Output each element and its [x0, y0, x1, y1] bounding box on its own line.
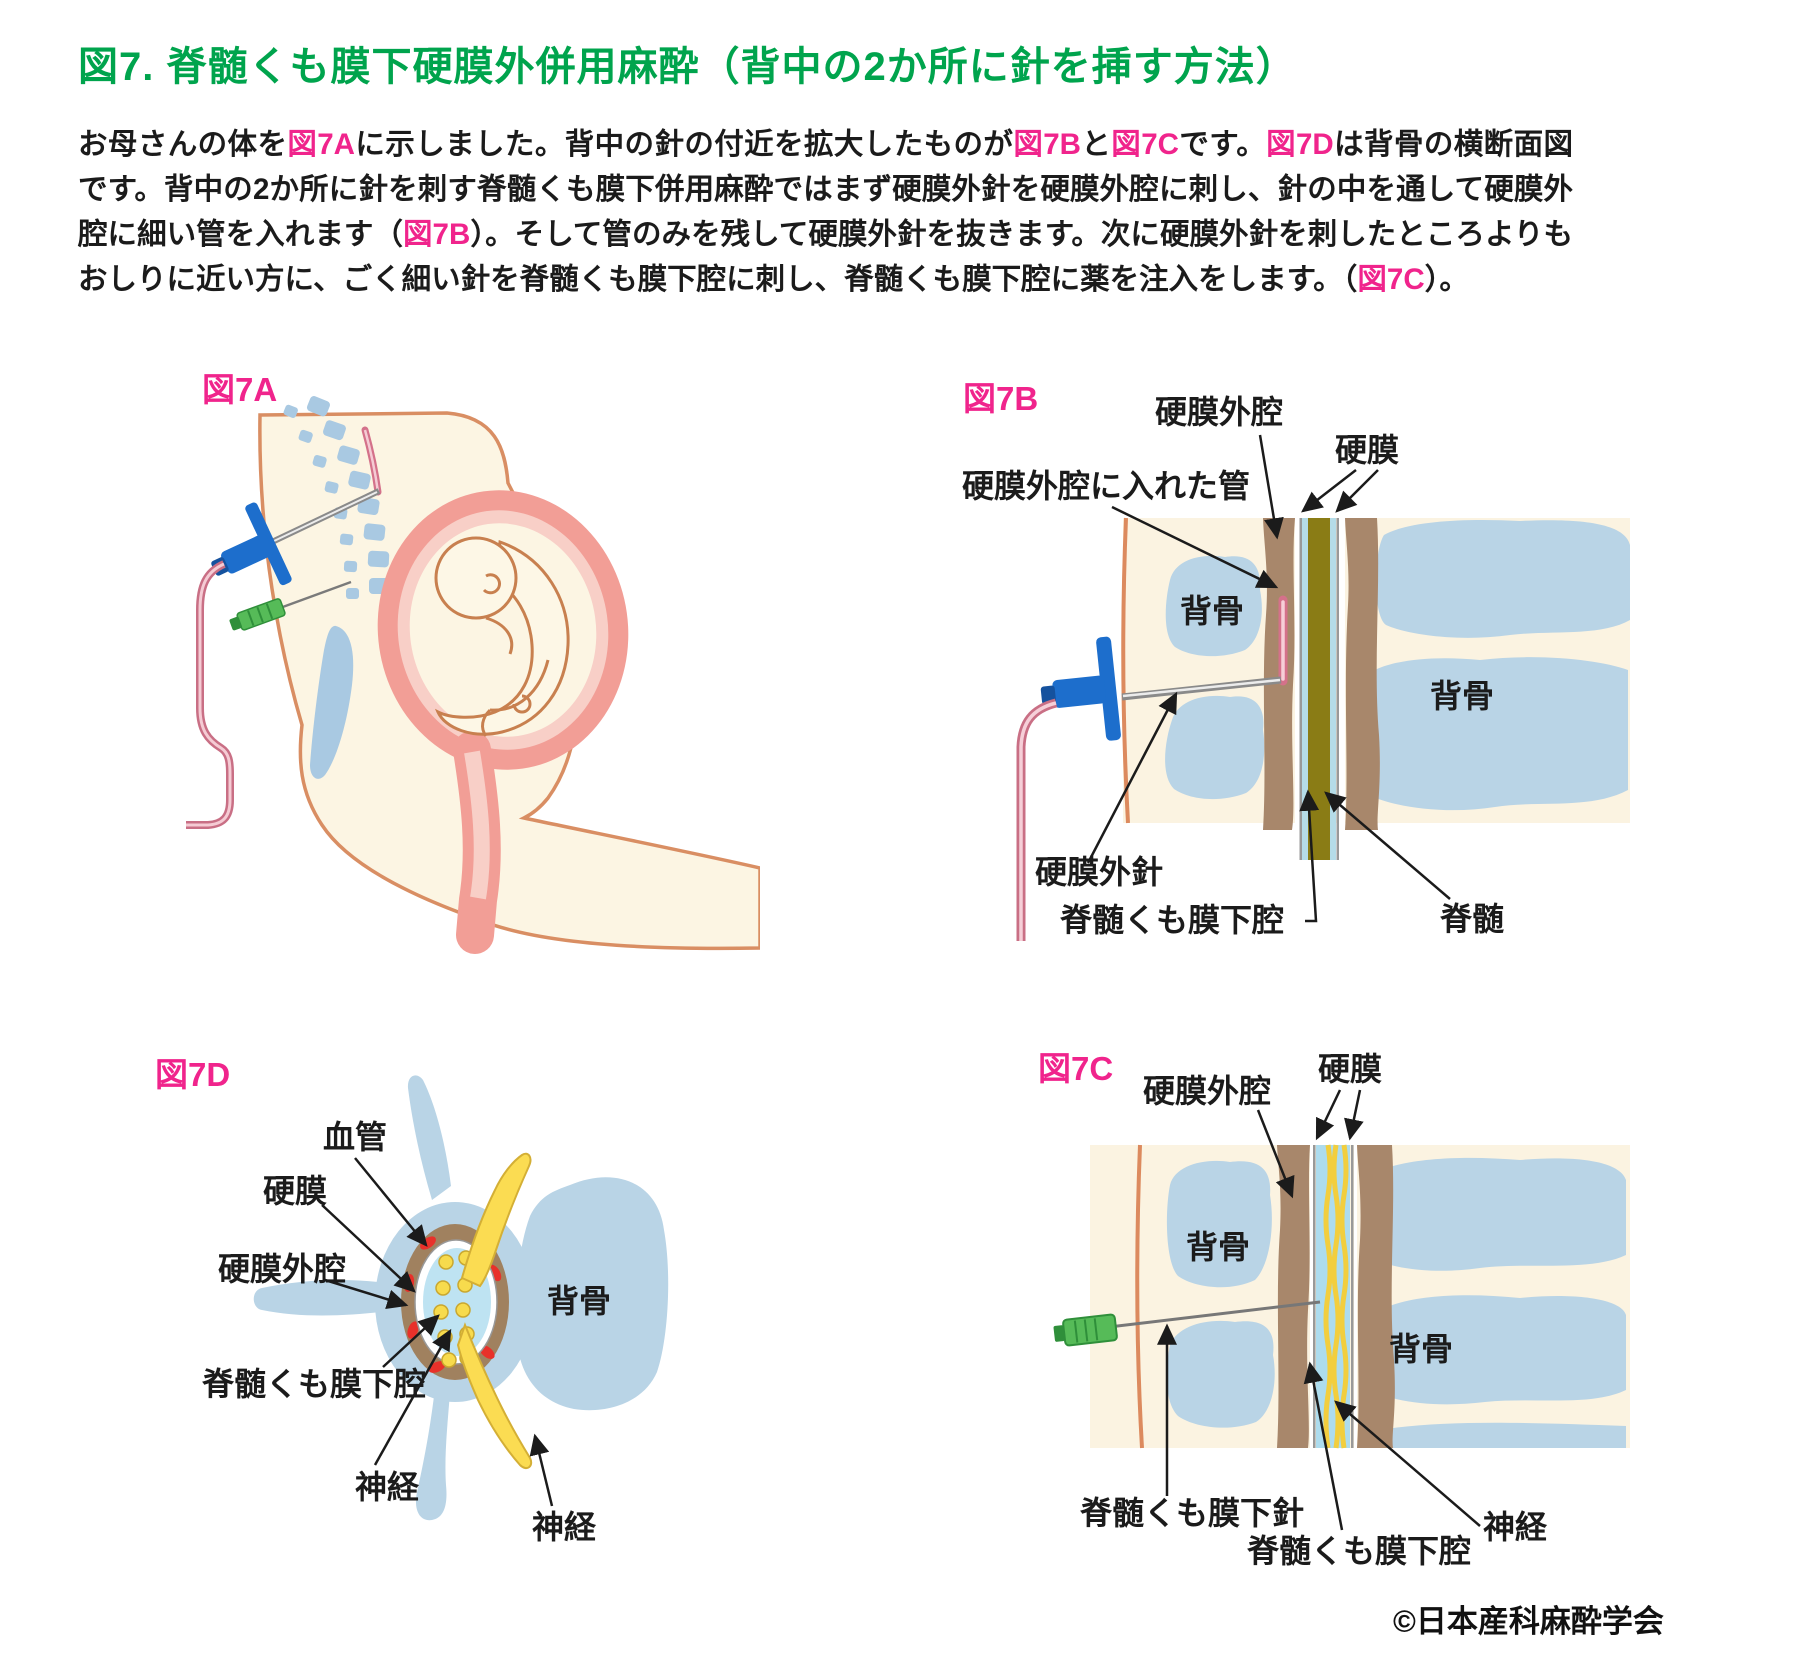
skin-line [1121, 517, 1130, 824]
bone-right-label: 背骨 [1430, 678, 1494, 714]
subarachnoid-arrow [1299, 789, 1320, 923]
figure-7c-label: 図7C [1038, 1050, 1114, 1087]
dura-line-right [1336, 518, 1339, 860]
epidural-needle-label: 硬膜外針 [1035, 854, 1163, 890]
dura-arrow-right [1344, 1089, 1364, 1141]
bone-left-label: 背骨 [1180, 593, 1244, 629]
epidural-space-arrow [1256, 1109, 1295, 1199]
intro-text-segment: ）。そして管のみを残して硬膜外針を抜きます。次に硬膜外針を刺したところよりもおし… [78, 218, 1573, 296]
csf-right [1330, 518, 1336, 860]
spinal-needle-hub [229, 598, 286, 631]
vertebra-bones [1166, 1157, 1626, 1448]
spinal-cord-arrow [1324, 791, 1451, 900]
figure-reference: 図7C [1357, 263, 1425, 296]
figure-reference: 図7C [1111, 128, 1179, 161]
subarachnoid-label: 脊髄くも膜下腔 [1246, 1533, 1471, 1569]
figure-7d-label: 図7D [155, 1056, 231, 1093]
epidural-needle-hub [211, 502, 292, 586]
dura-arrow-left [1301, 469, 1357, 513]
nerve-stripe [1331, 1144, 1341, 1449]
nerve-stripe [1339, 1144, 1349, 1449]
nerve-roots [456, 1152, 533, 1469]
figure-reference: 図7B [1013, 128, 1081, 161]
spinal-needle-label: 脊髄くも膜下針 [1079, 1495, 1304, 1531]
dura-line-left [1299, 518, 1302, 860]
figure-reference: 図7D [1266, 128, 1334, 161]
intro-text-segment: ）。 [1424, 263, 1469, 296]
spinal-cord-label: 脊髄 [1439, 901, 1504, 937]
epidural-space-band-right [1357, 1145, 1395, 1448]
figure-7b-illustration: 硬膜外腔 硬膜 硬膜外腔に入れた管 背骨 背骨 硬膜外針 脊髄くも膜下腔 脊髄 [962, 394, 1630, 941]
intro-text-segment: です。 [1178, 128, 1267, 161]
dura-line-right [1351, 1145, 1354, 1448]
figure-7c-illustration: 硬膜外腔 硬膜 背骨 背骨 脊髄くも膜下針 脊髄くも膜下腔 神経 [1053, 1051, 1630, 1569]
nerve-left-arrow [373, 1328, 452, 1466]
sacrum [310, 625, 354, 779]
catheter-tube [186, 560, 234, 829]
nerve-left-label: 神経 [355, 1469, 420, 1505]
catheter-arrow [1111, 505, 1279, 589]
nerve-stripe [1323, 1144, 1333, 1449]
epidural-space-label: 硬膜外腔 [1155, 394, 1283, 430]
blood-vessel-arrow [354, 1157, 428, 1247]
intro-text-segment: は背骨の横断面図です。背中の2か所に針を刺す脊髄くも膜下併用麻酔ではまず硬膜外針… [78, 128, 1573, 251]
subarachnoid-arrow [1303, 1361, 1344, 1531]
bone-label: 背骨 [547, 1283, 611, 1319]
spinal-needle-hub [1053, 1313, 1118, 1347]
epidural-space-band-right [1345, 518, 1380, 830]
subarachnoid-label: 脊髄くも膜下腔 [201, 1366, 426, 1402]
figure-7a-label: 図7A [202, 371, 278, 408]
figure-7a-illustration [186, 396, 760, 954]
dura-label: 硬膜 [263, 1173, 327, 1209]
spine-vertebrae [283, 396, 390, 779]
page-title: 図7. 脊髄くも膜下硬膜外併用麻酔（背中の2か所に針を挿す方法） [78, 45, 1297, 89]
epidural-space-arrow [1258, 434, 1284, 540]
catheter-label: 硬膜外腔に入れた管 [962, 468, 1250, 504]
blood-vessel-label: 血管 [323, 1119, 387, 1155]
epidural-needle-hub [1040, 636, 1121, 741]
csf-left [1302, 518, 1308, 860]
nerve-label: 神経 [1483, 1509, 1548, 1545]
intro-text-segment: と [1080, 128, 1112, 161]
dura-label: 硬膜 [1335, 432, 1399, 468]
intro-text-segment: に示しました。背中の針の付近を拡大したものが [354, 128, 1014, 161]
dura-arrow-left [1315, 1089, 1342, 1141]
epidural-needle-arrow [1086, 691, 1178, 864]
dura-arrow-right [1335, 469, 1379, 513]
dura-arrow [321, 1204, 416, 1293]
epidural-space-arrow [324, 1278, 409, 1310]
bone-left-label: 背骨 [1186, 1229, 1250, 1265]
vertebra-bones [1165, 519, 1630, 811]
fetus [434, 536, 570, 737]
figure-7b-label: 図7B [963, 380, 1039, 417]
dura-label: 硬膜 [1318, 1051, 1382, 1087]
intro-text-segment: お母さんの体を [78, 128, 288, 161]
spinal-needle [279, 580, 352, 610]
catheter-tube [1016, 698, 1058, 941]
skin-line [1135, 1144, 1144, 1449]
nerve-arrow [1334, 1400, 1481, 1527]
copyright: ©日本産科麻酔学会 [1393, 1604, 1664, 1639]
subarachnoid-label: 脊髄くも膜下腔 [1059, 902, 1284, 938]
bone-right-label: 背骨 [1389, 1331, 1453, 1367]
dura-line-left [1313, 1145, 1316, 1448]
fetus-head [434, 536, 518, 620]
epidural-space-label: 硬膜外腔 [218, 1251, 346, 1287]
figure-reference: 図7B [403, 218, 471, 251]
figure-reference: 図7A [287, 128, 355, 161]
subarachnoid-arrow [382, 1314, 440, 1368]
epidural-space-band [1277, 1145, 1310, 1448]
intro-paragraph: お母さんの体を図7Aに示しました。背中の針の付近を拡大したものが図7Bと図7Cで… [78, 122, 1573, 302]
spinal-cord-band [1308, 518, 1330, 860]
nerve-right-arrow [529, 1433, 554, 1507]
nerve-right-label: 神経 [532, 1509, 597, 1545]
epidural-space-label: 硬膜外腔 [1143, 1073, 1271, 1109]
figure-7d-illustration: 血管 硬膜 硬膜外腔 脊髄くも膜下腔 神経 神経 背骨 [201, 1075, 669, 1545]
